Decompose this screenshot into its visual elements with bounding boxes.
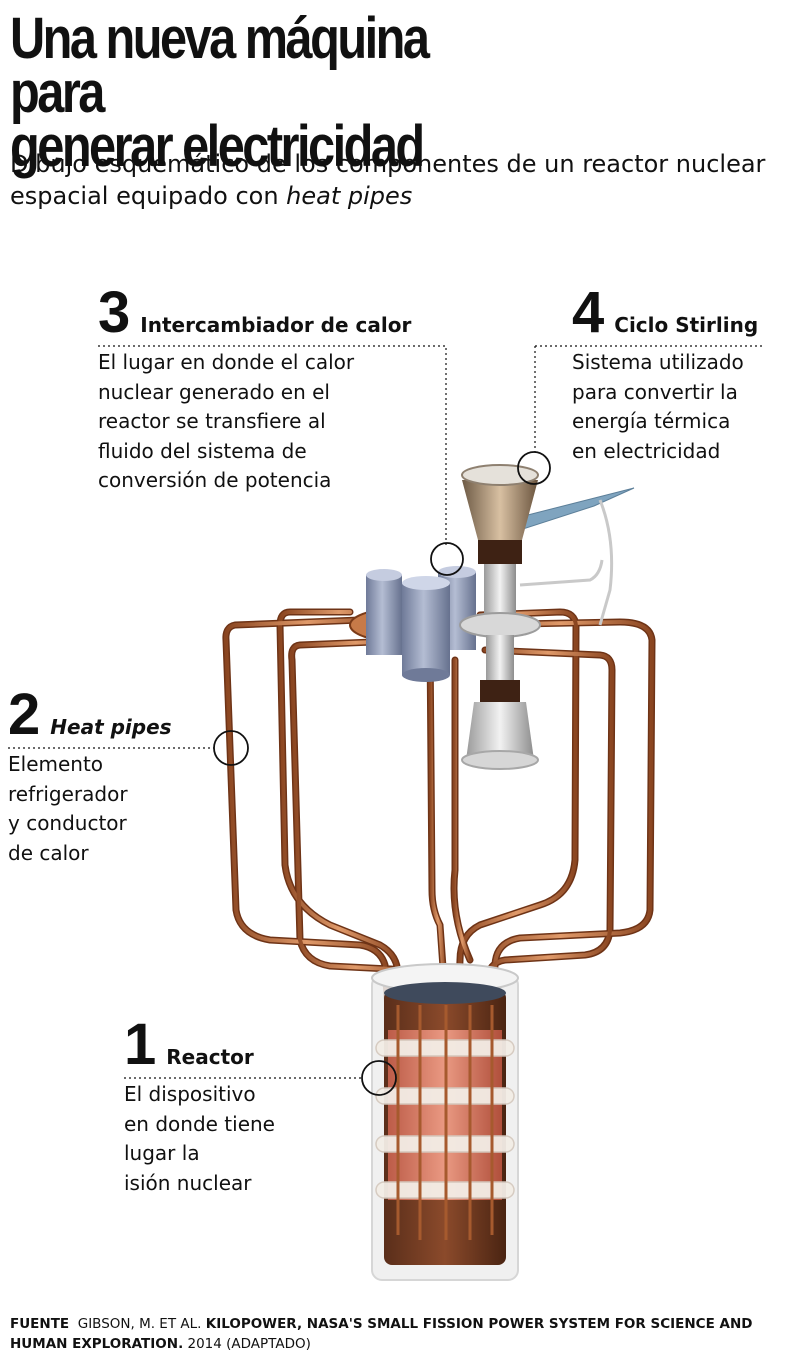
marker-reactor (361, 1060, 397, 1096)
source-prefix: FUENTE (10, 1316, 70, 1332)
leader-lines (8, 345, 762, 1096)
callout-line: isión nuclear (124, 1170, 252, 1195)
callout-line: Elemento (8, 752, 104, 776)
source-work: Kilopower, NASA's Small Fission Power Sy… (10, 1316, 753, 1352)
subtitle: Dibujo esquemático de los componentes de… (10, 148, 790, 212)
callout-reactor: 1 Reactor El dispositivo en donde tiene … (124, 1012, 275, 1198)
source-year: 2014 (adaptado) (187, 1336, 311, 1352)
callout-line: y conductor (8, 811, 127, 835)
source-credit: FUENTE Gibson, M. et al. Kilopower, NASA… (10, 1314, 790, 1354)
callout-line: refrigerador (8, 781, 128, 806)
callout-stirling: 4 Ciclo Stirling Sistema utilizado para … (572, 280, 759, 466)
callout-line: El dispositivo (124, 1082, 256, 1106)
marker-heat-pipes (213, 730, 249, 766)
source-authors: Gibson, M. et al. (77, 1316, 202, 1332)
callout-line: conversión de potencia (98, 468, 332, 492)
title-line-1: Una nueva máquina para (10, 6, 430, 125)
callout-line: lugar la (124, 1141, 200, 1165)
subtitle-text: Dibujo esquemático de los componentes de… (10, 150, 766, 210)
callout-line: reactor se transfiere al (98, 409, 326, 433)
subtitle-emphasis: heat pipes (286, 182, 413, 210)
callout-label: Intercambiador de calor (140, 313, 412, 337)
callout-label: Ciclo Stirling (614, 313, 759, 337)
callout-line: nuclear generado en el (98, 379, 330, 404)
callout-line: Sistema utilizado (572, 350, 744, 374)
page-title: Una nueva máquina para generar electrici… (10, 10, 480, 176)
callout-line: en electricidad (572, 438, 721, 463)
callout-label: Reactor (166, 1045, 254, 1069)
reactor-core (371, 963, 519, 1281)
marker-heat-exchanger (430, 542, 464, 576)
title-line-2: generar electricidad (10, 114, 425, 179)
callout-number: 2 (8, 682, 40, 747)
callout-line: de calor (8, 840, 89, 865)
stirling-converter (459, 464, 635, 770)
callout-number: 1 (124, 1012, 156, 1077)
callout-line: El lugar en donde el calor (98, 350, 355, 374)
callout-heat-exchanger: 3 Intercambiador de calor El lugar en do… (98, 280, 412, 496)
marker-stirling (517, 451, 551, 485)
callout-number: 4 (572, 280, 604, 345)
callout-label: Heat pipes (50, 715, 172, 739)
callout-line: en donde tiene (124, 1111, 275, 1136)
callout-line: energía térmica (572, 409, 731, 433)
callout-number: 3 (98, 280, 130, 345)
callout-heat-pipes: 2 Heat pipes Elemento refrigerador y con… (8, 682, 172, 868)
heat-exchanger (349, 566, 476, 682)
callout-line: fluido del sistema de (98, 438, 307, 463)
callout-line: para convertir la (572, 379, 738, 404)
